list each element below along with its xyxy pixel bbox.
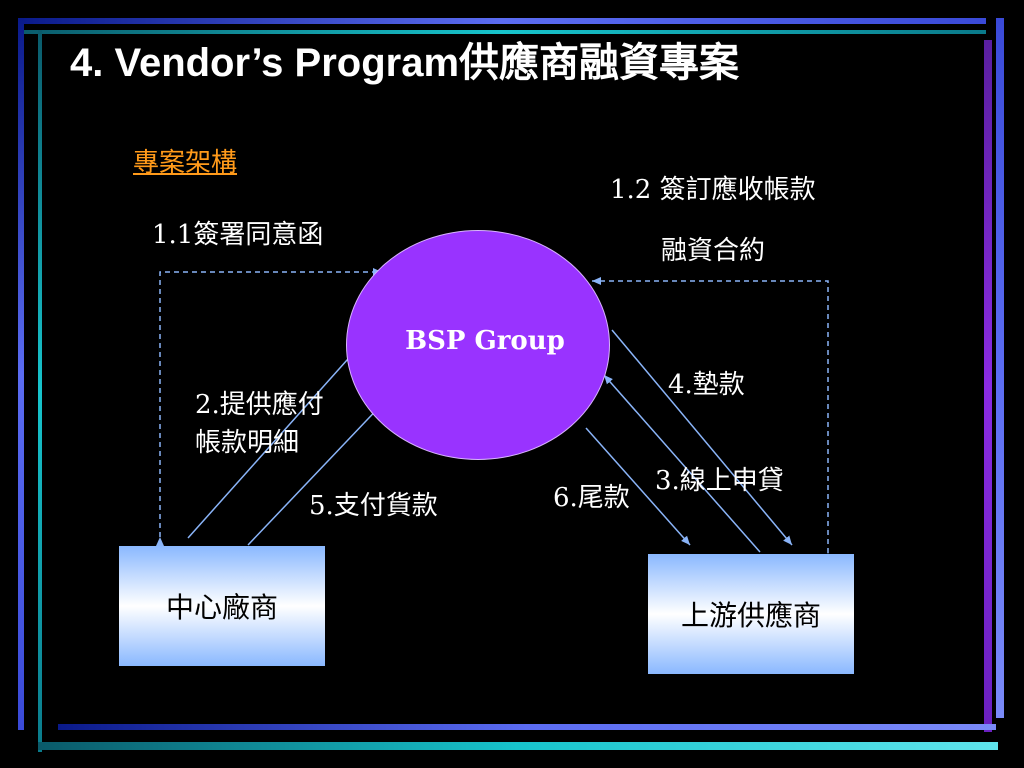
arrow-step-3 [603, 374, 761, 553]
label-step-2-line2: 帳款明細 [195, 428, 300, 458]
central-vendor-label: 中心廠商 [165, 591, 278, 624]
label-step-6: 6.尾款 [553, 483, 630, 513]
upstream-supplier-box: 上游供應商 [648, 554, 854, 674]
label-step-1-1: 1.1簽署同意函 [152, 220, 324, 250]
frame-bottom-cyan-bar [38, 742, 998, 750]
slide-title-zh: 供應商融資專案 [459, 40, 740, 86]
section-heading: 專案架構 [133, 148, 238, 178]
slide-title: 4. Vendor’s Program供應商融資專案 [70, 30, 739, 88]
arrow-step-2 [187, 349, 357, 539]
frame-left-cyan-bar [38, 30, 42, 752]
arrow-step-6 [585, 427, 691, 546]
arrow-step-4 [611, 329, 793, 546]
central-vendor-box: 中心廠商 [119, 546, 325, 666]
label-step-2-line1: 2.提供應付 [195, 390, 324, 420]
label-step-4: 4.墊款 [668, 370, 745, 400]
arrow-step-5 [247, 399, 387, 546]
frame-right-purple-bar [984, 40, 992, 732]
label-step-1-2-line1: 1.2 簽訂應收帳款 [610, 175, 816, 205]
label-step-1-2-line2: 融資合約 [661, 236, 766, 266]
connector-1-1 [156, 268, 382, 546]
frame-bottom-bar [58, 724, 996, 730]
frame-left-bar [18, 18, 24, 730]
upstream-supplier-label: 上游供應商 [680, 599, 821, 632]
bsp-group-label: BSP Group [405, 326, 565, 356]
connector-1-2 [592, 277, 832, 562]
bsp-group-node [346, 230, 610, 460]
frame-right-bar [996, 18, 1004, 718]
label-step-3: 3.線上申貸 [655, 466, 784, 496]
slide-title-en: 4. Vendor’s Program [70, 41, 460, 85]
label-step-5: 5.支付貨款 [309, 491, 438, 521]
frame-top-bar [18, 18, 986, 24]
frame-top-cyan-bar [18, 30, 986, 34]
